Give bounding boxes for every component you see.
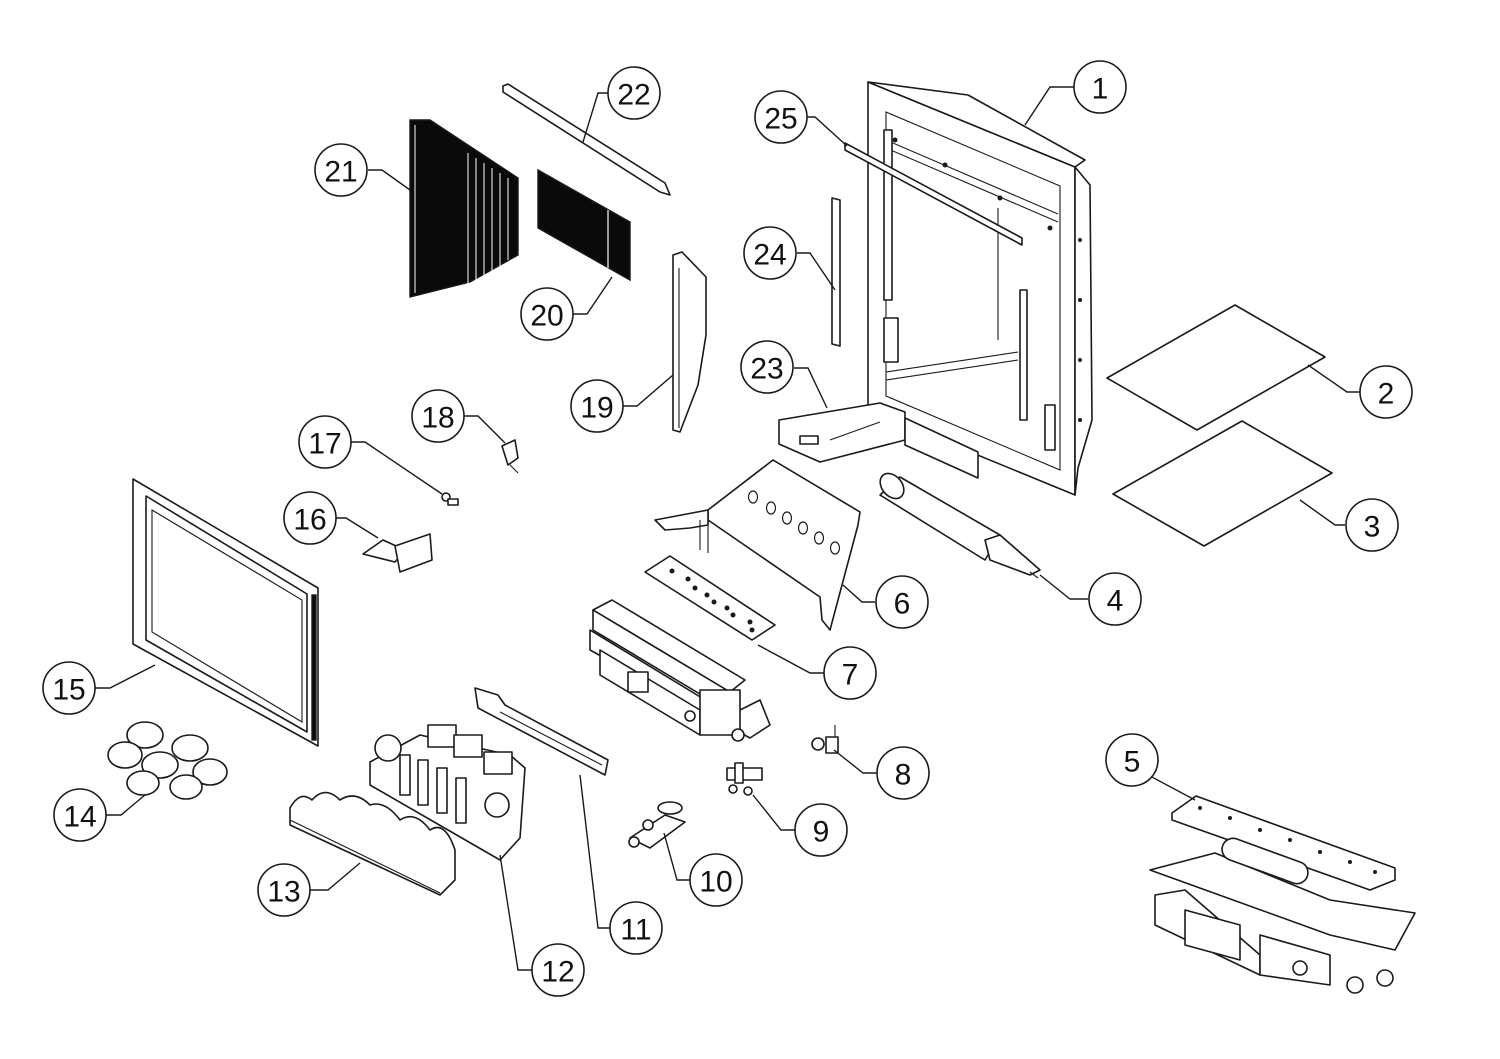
callout-2-label: 2 xyxy=(1378,378,1395,411)
callout-12: 12 xyxy=(531,943,585,997)
part-24-vertical-strip xyxy=(831,197,841,347)
callout-11: 11 xyxy=(609,901,663,955)
callout-5: 5 xyxy=(1105,733,1159,787)
callout-10: 10 xyxy=(689,853,743,907)
callout-14: 14 xyxy=(53,788,107,842)
callout-8: 8 xyxy=(876,746,930,800)
part-2-panel xyxy=(1106,304,1326,431)
callout-18-label: 18 xyxy=(421,402,454,435)
callout-14-label: 14 xyxy=(63,801,96,834)
callout-7: 7 xyxy=(823,646,877,700)
callout-19: 19 xyxy=(570,379,624,433)
callout-11-label: 11 xyxy=(620,914,651,947)
callout-9: 9 xyxy=(794,803,848,857)
callout-21-label: 21 xyxy=(324,156,357,189)
callout-22-label: 22 xyxy=(617,79,650,112)
callout-2: 2 xyxy=(1359,365,1413,419)
callout-12-label: 12 xyxy=(541,956,574,989)
part-18-clip xyxy=(501,439,519,474)
callout-23-label: 23 xyxy=(750,353,783,386)
callout-3: 3 xyxy=(1345,498,1399,552)
part-21-left-panel xyxy=(409,119,519,298)
callout-17: 17 xyxy=(298,415,352,469)
part-15-door-frame xyxy=(132,478,319,747)
callout-10-label: 10 xyxy=(699,866,732,899)
part-17-fitting xyxy=(441,492,459,506)
callout-16-label: 16 xyxy=(293,504,326,537)
part-20-rear-panel xyxy=(537,168,631,282)
callout-15-label: 15 xyxy=(52,674,85,707)
part-10-gas-valve xyxy=(628,801,686,849)
part-25-top-strip xyxy=(844,142,1023,246)
part-12-rear-log xyxy=(369,724,526,861)
callout-18: 18 xyxy=(411,389,465,443)
callout-5-label: 5 xyxy=(1124,746,1141,779)
callout-24: 24 xyxy=(743,226,797,280)
callout-4: 4 xyxy=(1088,572,1142,626)
part-16-bracket xyxy=(362,533,433,573)
callout-15: 15 xyxy=(42,661,96,715)
part-6-burner-bracket xyxy=(654,459,861,631)
callout-25: 25 xyxy=(754,90,808,144)
part-3-panel xyxy=(1112,420,1333,547)
burner-assembly xyxy=(589,599,771,742)
part-7-burner-plate xyxy=(644,555,776,641)
callout-1-label: 1 xyxy=(1092,73,1109,106)
callout-21: 21 xyxy=(314,143,368,197)
part-23-bracket xyxy=(778,402,979,479)
callout-22: 22 xyxy=(607,66,661,120)
callout-16: 16 xyxy=(283,491,337,545)
part-4-sealant-tube xyxy=(879,472,1041,579)
callout-1: 1 xyxy=(1073,60,1127,114)
callout-4-label: 4 xyxy=(1107,585,1124,618)
leader-lines xyxy=(95,86,1360,971)
callout-9-label: 9 xyxy=(813,816,830,849)
callout-3-label: 3 xyxy=(1364,511,1381,544)
part-9-pilot-assembly xyxy=(726,762,763,796)
callout-13: 13 xyxy=(257,863,311,917)
callout-23: 23 xyxy=(740,340,794,394)
part-11-deflector xyxy=(474,687,609,776)
callout-7-label: 7 xyxy=(842,659,859,692)
part-5-burner-assembly xyxy=(1149,795,1416,994)
callout-13-label: 13 xyxy=(267,876,300,909)
callout-25-label: 25 xyxy=(764,103,797,136)
callout-6: 6 xyxy=(875,575,929,629)
part-22-top-baffle xyxy=(502,83,671,196)
callout-6-label: 6 xyxy=(894,588,911,621)
part-8-valve-fitting xyxy=(811,725,839,754)
callout-24-label: 24 xyxy=(753,239,786,272)
callout-20: 20 xyxy=(520,287,574,341)
callout-17-label: 17 xyxy=(308,428,341,461)
callout-19-label: 19 xyxy=(580,392,613,425)
part-13-front-log xyxy=(289,791,456,896)
callout-8-label: 8 xyxy=(895,759,912,792)
callout-20-label: 20 xyxy=(530,300,563,333)
part-19-side-panel xyxy=(672,251,707,433)
part-14-ember-stones xyxy=(107,721,228,800)
